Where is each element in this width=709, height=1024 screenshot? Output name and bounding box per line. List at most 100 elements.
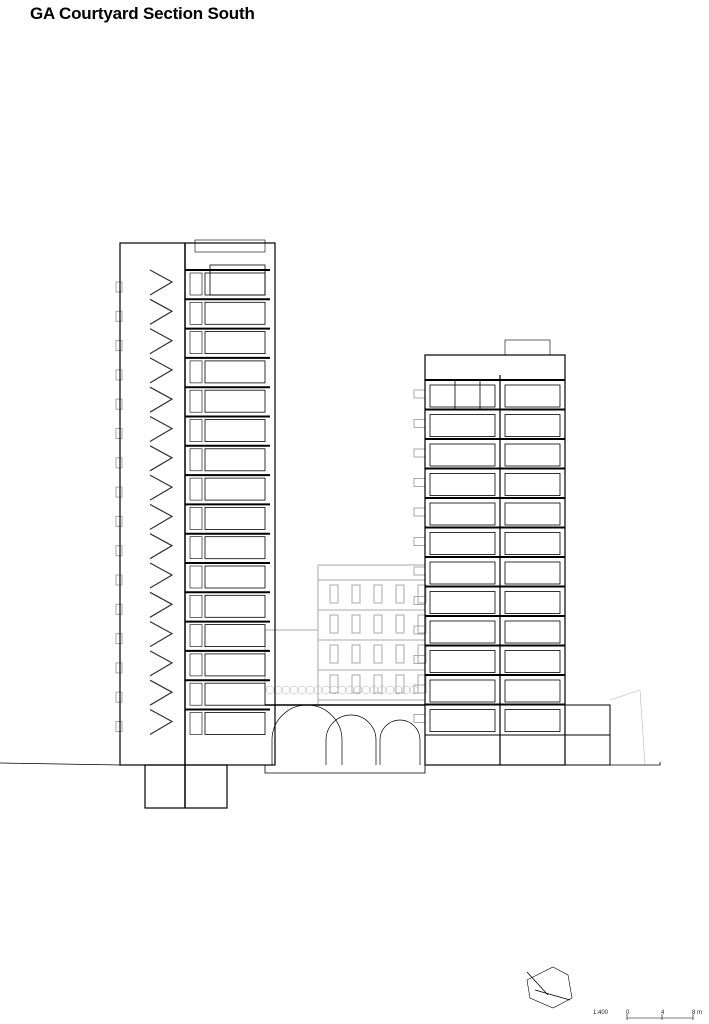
right-tower-room-a xyxy=(429,650,496,673)
right-tower-room-b xyxy=(504,443,561,467)
right-tower-room-a xyxy=(429,532,496,555)
right-tower-room-a xyxy=(429,473,496,496)
stair-flight xyxy=(149,621,174,648)
courtyard-window xyxy=(417,584,427,604)
planting xyxy=(297,685,307,695)
stair-flight xyxy=(149,269,174,296)
left-tower-door xyxy=(189,507,203,530)
courtyard-window xyxy=(395,584,405,604)
planting xyxy=(321,685,331,695)
stair-flight xyxy=(149,357,174,384)
left-tower-door xyxy=(189,360,203,384)
left-rooftop-room xyxy=(209,264,266,296)
left-balcony xyxy=(115,369,123,381)
left-balcony xyxy=(115,603,123,615)
right-tower-room-b xyxy=(504,709,561,732)
stair-flight xyxy=(149,445,174,472)
right-tower-room-b xyxy=(504,502,561,526)
scale-tick-4: 4 xyxy=(661,1010,665,1016)
stair-flight xyxy=(149,533,174,560)
left-tower-door xyxy=(189,565,203,589)
right-ground-floor xyxy=(424,734,611,766)
left-tower-door xyxy=(189,419,203,442)
left-balcony xyxy=(115,721,123,732)
courtyard-window xyxy=(395,614,405,634)
right-tower-room-a xyxy=(429,414,496,437)
left-balcony xyxy=(115,633,123,645)
stair-flight xyxy=(149,415,174,443)
courtyard-window xyxy=(329,614,339,634)
arch-2 xyxy=(379,719,421,765)
planting xyxy=(281,685,291,695)
stair-flight xyxy=(149,562,174,589)
right-canopy xyxy=(609,689,646,766)
right-tower-room-b xyxy=(504,414,561,437)
scale-tick-8: 8 m xyxy=(692,1010,703,1016)
courtyard-window xyxy=(329,674,339,694)
scale-tick-0: 0 xyxy=(626,1010,630,1016)
left-tower-door xyxy=(189,594,203,618)
right-balcony xyxy=(413,537,426,546)
courtyard-window xyxy=(351,584,361,604)
right-tower-room-a xyxy=(429,679,496,703)
right-tower-room-b xyxy=(504,561,561,585)
right-balcony xyxy=(413,507,426,517)
planting xyxy=(337,685,347,695)
stair-flight xyxy=(149,298,174,325)
courtyard-window xyxy=(329,584,339,604)
left-tower-room xyxy=(204,331,266,355)
right-tower-room-a xyxy=(429,591,496,614)
scale-ratio: 1:400 xyxy=(593,1010,609,1016)
drawing-title: GA Courtyard Section South xyxy=(30,4,255,23)
courtyard-window xyxy=(395,674,405,694)
left-tower-door xyxy=(189,448,203,472)
left-tower-basement xyxy=(144,764,228,809)
courtyard-window xyxy=(373,674,383,694)
courtyard-window xyxy=(351,614,361,634)
right-balcony xyxy=(413,419,426,428)
courtyard-window xyxy=(395,644,405,664)
planting xyxy=(345,685,355,695)
stair-flight xyxy=(149,386,174,413)
left-tower-room xyxy=(204,360,266,384)
left-tower-door xyxy=(189,653,203,677)
right-balcony xyxy=(413,448,426,458)
left-roof-plant xyxy=(194,239,266,253)
right-tower-room-b xyxy=(504,532,561,555)
left-tower-room xyxy=(204,419,266,442)
planting xyxy=(289,685,299,695)
courtyard-window xyxy=(373,614,383,634)
arch-0 xyxy=(271,704,343,765)
courtyard-window xyxy=(351,674,361,694)
left-tower-room xyxy=(204,301,266,325)
key-plan xyxy=(526,966,573,1009)
left-balcony xyxy=(115,486,123,498)
right-tower-room-a xyxy=(429,443,496,467)
left-balcony xyxy=(115,574,123,586)
right-balcony xyxy=(413,389,426,399)
stair-flight xyxy=(149,503,174,530)
ground-line xyxy=(0,762,661,774)
planting xyxy=(305,685,315,695)
right-tower-room-b xyxy=(504,620,561,644)
left-balcony xyxy=(115,691,123,703)
right-balcony xyxy=(413,714,426,723)
left-tower-door xyxy=(189,682,203,706)
right-rooftop-room xyxy=(454,379,481,411)
courtyard-window xyxy=(329,644,339,664)
planting xyxy=(401,685,411,695)
courtyard-window xyxy=(373,584,383,604)
right-tower-room-b xyxy=(504,679,561,703)
right-tower-room-a xyxy=(429,620,496,644)
left-tower-door xyxy=(189,331,203,354)
left-balcony xyxy=(115,398,123,410)
right-roof-plant xyxy=(504,339,551,356)
stair-flight xyxy=(149,708,174,736)
left-tower-room xyxy=(204,389,266,413)
stair-flight xyxy=(149,591,174,618)
left-tower-room xyxy=(204,448,266,472)
left-balcony xyxy=(115,545,123,557)
courtyard-window xyxy=(417,614,427,634)
stair-flight xyxy=(149,328,174,355)
